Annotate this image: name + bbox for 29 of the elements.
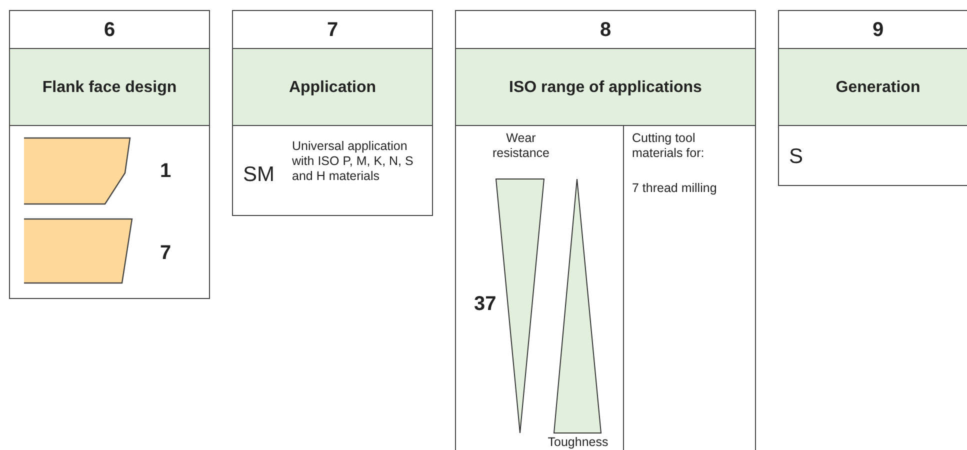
- column-number-cell: [232, 10, 433, 49]
- materials-note: Cutting tool materials for:: [632, 131, 706, 161]
- design-option-cell: [9, 125, 210, 299]
- column-heading: Application: [288, 78, 378, 98]
- column-heading-cell: [9, 48, 210, 126]
- axis-label: Toughness: [546, 435, 610, 450]
- column-heading: ISO range of applications: [508, 78, 703, 98]
- application-cell: [232, 125, 433, 216]
- column-heading-cell: [778, 48, 967, 126]
- column-number: 7: [326, 18, 340, 43]
- option-code: 1: [160, 159, 172, 183]
- range-code: 37: [474, 292, 498, 316]
- column-heading-cell: [232, 48, 433, 126]
- column-number-cell: [455, 10, 756, 49]
- column-heading: Generation: [834, 78, 922, 98]
- column-number: 6: [102, 18, 116, 43]
- generation-code: S: [789, 144, 804, 170]
- column-heading: Flank face design: [41, 78, 178, 98]
- option-code: 7: [160, 241, 172, 265]
- materials-note: 7 thread milling: [632, 181, 718, 196]
- column-number: 8: [598, 18, 612, 43]
- application-description: Universal application with ISO P, M, K, N, S and H materials: [292, 139, 414, 184]
- column-number-cell: [778, 10, 967, 49]
- generation-cell: [778, 125, 967, 186]
- column-heading-cell: [455, 48, 756, 126]
- axis-label: Wear resistance: [492, 131, 550, 161]
- column-number-cell: [9, 10, 210, 49]
- column-number: 9: [871, 18, 885, 43]
- application-code: SM: [243, 162, 276, 188]
